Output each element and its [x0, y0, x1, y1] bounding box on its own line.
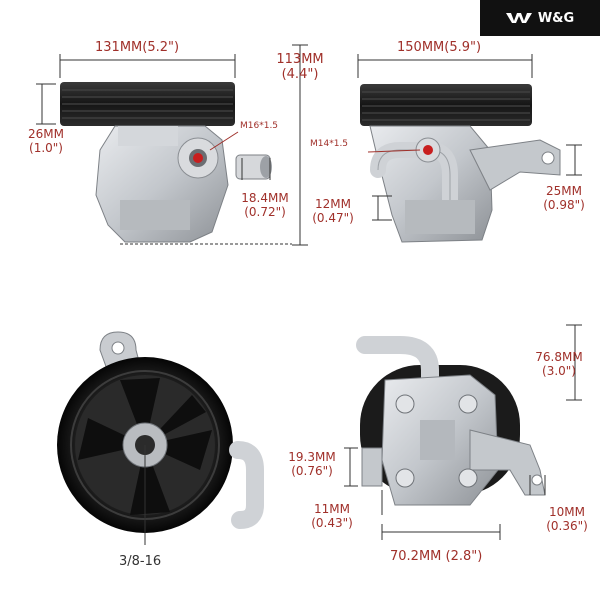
rear-ear-gap-mm: 11MM: [314, 502, 350, 516]
side-bracket-label: 25MM (0.98"): [538, 184, 590, 212]
side-tube-mm: 12MM: [315, 197, 351, 211]
front-outlet-label: 18.4MM (0.72"): [236, 191, 294, 219]
rear-ear-gap-label: 11MM (0.43"): [306, 502, 358, 530]
rear-height-mm: 76.8MM: [535, 350, 583, 364]
rear-height-in: (3.0"): [542, 364, 576, 378]
front-outlet-in: (0.72"): [244, 205, 286, 219]
rear-inlet-tube: [356, 336, 439, 394]
brand-logo: W&G: [480, 0, 600, 36]
center-length-mm: 113MM: [276, 52, 324, 67]
rear-bracket: [469, 429, 546, 496]
side-bracket: [469, 139, 561, 191]
rear-ear-in: (0.76"): [291, 464, 333, 478]
front-fitting-red: [193, 153, 203, 163]
front-dimension-lines: [36, 54, 292, 245]
front-thread-label: M16*1.5: [240, 121, 279, 131]
pulley-face-view: [57, 331, 264, 533]
center-dimension-line: [292, 44, 308, 246]
pulley-face-tube: [229, 441, 264, 529]
center-length-in: (4.4"): [281, 67, 319, 82]
rear-ear-mm: 19.3MM: [288, 450, 336, 464]
rear-hole-label: 10MM (0.36"): [540, 505, 594, 533]
rear-view: [356, 336, 546, 506]
front-outlet-mm: 18.4MM: [241, 191, 289, 205]
side-fitting-red: [423, 145, 433, 155]
side-width-label: 150MM(5.9"): [397, 40, 482, 55]
side-bracket-mm: 25MM: [546, 184, 582, 198]
front-pulley-thickness-mm: 26MM: [28, 127, 64, 141]
side-pulley: [360, 84, 532, 126]
rear-hole-mm: 10MM: [549, 505, 585, 519]
front-view: [60, 82, 272, 243]
rear-height-label: 76.8MM (3.0"): [530, 350, 588, 378]
side-thread-label: M14*1.5: [310, 139, 349, 149]
brand-name: W&G: [537, 10, 575, 26]
rear-width-label: 70.2MM (2.8"): [390, 549, 483, 564]
pulley-thread-label: 3/8-16: [119, 554, 162, 569]
rear-dimension-lines: [344, 324, 582, 540]
rear-bracket-hole: [531, 474, 543, 486]
wing-logo-icon: [505, 13, 532, 23]
side-view: [360, 84, 561, 243]
front-width-label: 131MM(5.2"): [95, 40, 180, 55]
side-tube-in: (0.47"): [312, 211, 354, 225]
rear-ear: [361, 447, 383, 487]
rear-ear-label: 19.3MM (0.76"): [283, 450, 341, 478]
rear-hole-in: (0.36"): [546, 519, 588, 533]
side-bracket-in: (0.98"): [543, 198, 585, 212]
side-tube-label: 12MM (0.47"): [308, 197, 358, 225]
rear-ear-gap-in: (0.43"): [311, 516, 353, 530]
front-pulley-thickness-in: (1.0"): [29, 141, 63, 155]
side-dimension-lines: [357, 54, 582, 221]
front-pulley-thickness-label: 26MM (1.0"): [20, 127, 72, 155]
center-length-label: 113MM (4.4"): [272, 52, 328, 82]
